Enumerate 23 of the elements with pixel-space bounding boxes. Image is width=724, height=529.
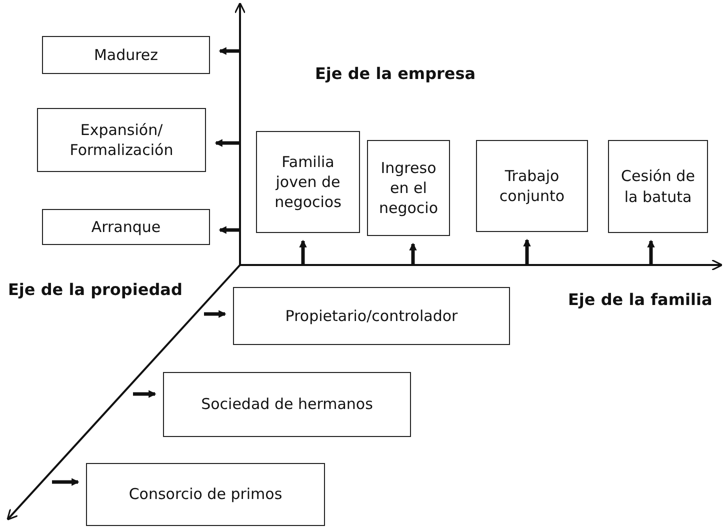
stage-box: Madurez [42, 36, 210, 74]
stage-box: Expansión/ Formalización [37, 108, 206, 172]
axis-title: Eje de la familia [568, 290, 712, 309]
axis-title: Eje de la empresa [315, 64, 476, 83]
stage-box: Arranque [42, 209, 210, 245]
stage-box: Propietario/controlador [233, 287, 510, 345]
pointer-arrow [52, 478, 80, 486]
pointer-arrow [204, 310, 226, 318]
stage-box: Sociedad de hermanos [163, 372, 411, 437]
stage-box: Trabajo conjunto [476, 140, 588, 232]
axis-title: Eje de la propiedad [8, 280, 182, 299]
pointer-arrow [218, 226, 240, 234]
stage-box: Ingreso en el negocio [367, 140, 450, 236]
stage-box: Consorcio de primos [86, 463, 325, 526]
pointer-arrow [409, 242, 417, 265]
pointer-arrow [523, 238, 531, 265]
stage-box: Cesión de la batuta [608, 140, 708, 233]
pointer-arrow [214, 139, 240, 147]
pointer-arrow [647, 240, 655, 265]
stage-box: Familia joven de negocios [256, 131, 360, 233]
pointer-arrow [133, 390, 156, 398]
pointer-arrow [218, 47, 240, 55]
pointer-arrow [299, 240, 307, 265]
